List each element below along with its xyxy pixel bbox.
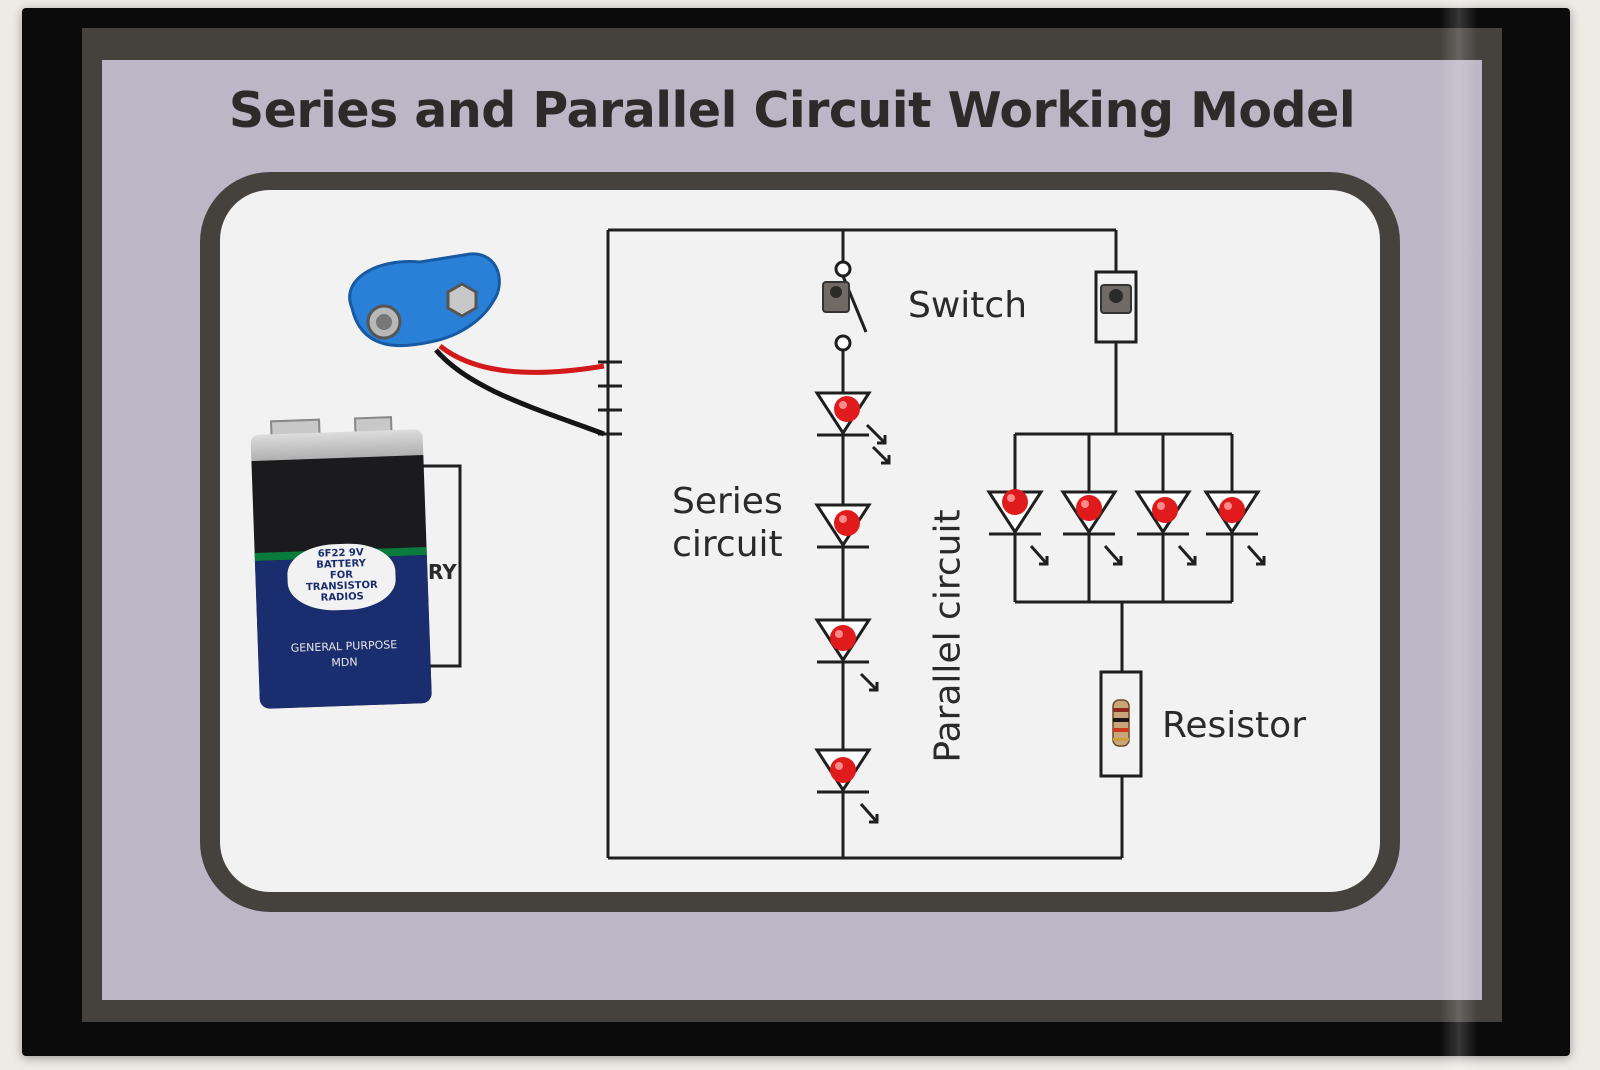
- lamination-glare: [1440, 0, 1478, 1070]
- parallel-led: [1060, 490, 1123, 566]
- parallel-led: [1134, 490, 1197, 566]
- series-led: [814, 618, 879, 692]
- parallel-switch-box: [1094, 270, 1138, 344]
- battery-clip: [348, 252, 501, 348]
- parallel-led: [1203, 490, 1266, 566]
- series-circuit-label: Series circuit: [672, 481, 783, 566]
- resistor-box: [1099, 670, 1143, 778]
- parallel-led: [986, 489, 1049, 566]
- battery-badge: 6F22 9V BATTERY FOR TRANSISTOR RADIOS: [286, 542, 397, 612]
- series-led: [814, 748, 879, 824]
- series-led: [814, 391, 891, 465]
- switch-label: Switch: [908, 285, 1028, 326]
- battery-9v: 6F22 9V BATTERY FOR TRANSISTOR RADIOS GE…: [250, 415, 432, 709]
- red-lead: [438, 344, 605, 375]
- battery-box-outline: [412, 464, 462, 668]
- battery-symbol: [598, 360, 622, 436]
- series-led: [814, 503, 872, 549]
- battery-box-label: RY: [428, 560, 457, 584]
- resistor-label: Resistor: [1162, 705, 1306, 746]
- wires: [412, 228, 1234, 860]
- parallel-circuit-label: Parallel circuit: [927, 509, 969, 763]
- page-title: Series and Parallel Circuit Working Mode…: [228, 82, 1356, 139]
- resistor: [1112, 699, 1130, 747]
- black-lead: [434, 348, 605, 437]
